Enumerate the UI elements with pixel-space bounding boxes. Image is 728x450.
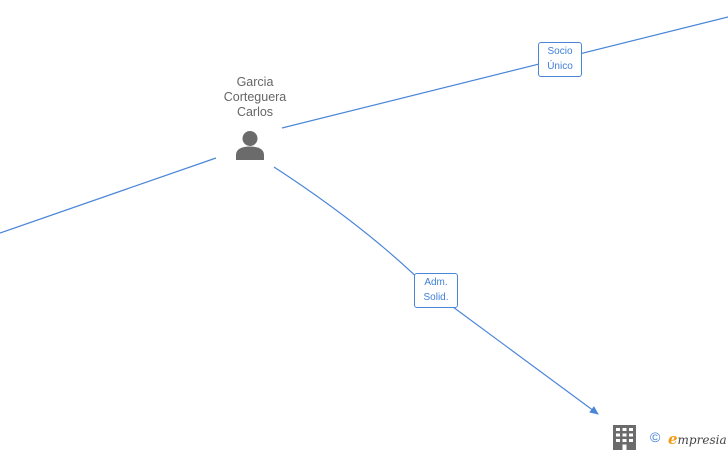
person-name[interactable]: Garcia Corteguera Carlos xyxy=(200,75,310,120)
building-icon[interactable] xyxy=(613,425,636,450)
brand-logo-rest: mpresia xyxy=(677,433,727,447)
edge-line-left xyxy=(0,157,217,234)
edge-label-socio-line-2: Único xyxy=(547,61,573,72)
edge-label-adm-solid[interactable]: Adm. Solid. xyxy=(414,273,458,308)
person-icon[interactable] xyxy=(234,130,266,160)
person-name-line-2: Corteguera xyxy=(223,90,287,104)
person-name-line-3: Carlos xyxy=(236,105,274,119)
brand-logo-initial: e xyxy=(668,430,678,448)
person-name-line-1: Garcia xyxy=(236,75,274,89)
brand-logo: empresia xyxy=(668,430,727,448)
copyright-symbol: © xyxy=(650,429,661,445)
edge-label-adm-line-1: Adm. xyxy=(424,277,448,288)
edge-line-socio-unico xyxy=(281,16,728,129)
edge-label-socio-unico[interactable]: Socio Único xyxy=(538,42,582,77)
edge-label-adm-line-2: Solid. xyxy=(423,292,449,303)
edge-label-socio-line-1: Socio xyxy=(547,46,573,57)
